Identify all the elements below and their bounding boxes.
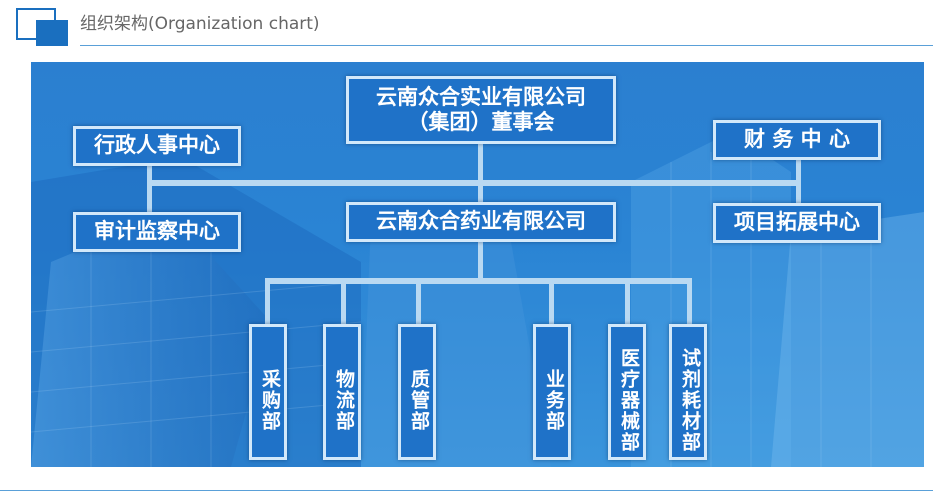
dept-reagents-consumables-box: 试剂耗材部 <box>669 324 707 460</box>
dept-procurement-label: 采购部 <box>259 368 281 432</box>
audit-center-label: 审计监察中心 <box>94 219 220 244</box>
dept-quality-box: 质管部 <box>398 324 436 460</box>
connector <box>478 240 483 280</box>
header-logo-icon <box>16 8 68 46</box>
header-divider <box>80 45 933 46</box>
pharma-company-label: 云南众合药业有限公司 <box>376 209 586 234</box>
dept-medical-devices-box: 医疗器械部 <box>608 324 646 460</box>
org-chart-panel: 云南众合实业有限公司 （集团）董事会 行政人事中心 审计监察中心 财 务 中 心… <box>31 62 924 467</box>
connector <box>796 158 801 206</box>
finance-center-box: 财 务 中 心 <box>713 120 881 160</box>
connector <box>265 278 270 324</box>
board-of-directors-box: 云南众合实业有限公司 （集团）董事会 <box>346 76 616 144</box>
footer-divider <box>0 490 933 491</box>
connector <box>687 278 692 324</box>
connector <box>478 144 483 204</box>
audit-center-box: 审计监察中心 <box>73 212 241 252</box>
dept-logistics-box: 物流部 <box>323 324 361 460</box>
connector <box>416 278 421 324</box>
connector <box>549 278 554 324</box>
connector <box>341 278 346 324</box>
dept-reagents-consumables-label: 试剂耗材部 <box>679 347 701 453</box>
connector <box>147 166 152 214</box>
admin-hr-center-label: 行政人事中心 <box>94 133 220 158</box>
board-title-line2: （集团）董事会 <box>407 110 555 134</box>
finance-center-label: 财 务 中 心 <box>744 127 850 152</box>
dept-business-label: 业务部 <box>543 368 565 432</box>
pharma-company-box: 云南众合药业有限公司 <box>346 202 616 242</box>
admin-hr-center-box: 行政人事中心 <box>73 126 241 166</box>
dept-logistics-label: 物流部 <box>333 368 355 432</box>
board-title-line1: 云南众合实业有限公司 <box>376 84 586 109</box>
connector <box>147 180 799 186</box>
page-title: 组织架构(Organization chart) <box>80 14 320 34</box>
dept-procurement-box: 采购部 <box>249 324 287 460</box>
project-expansion-center-label: 项目拓展中心 <box>734 210 860 235</box>
connector <box>265 278 692 284</box>
dept-business-box: 业务部 <box>533 324 571 460</box>
dept-quality-label: 质管部 <box>408 368 430 432</box>
project-expansion-center-box: 项目拓展中心 <box>713 203 881 243</box>
connector <box>625 278 630 324</box>
dept-medical-devices-label: 医疗器械部 <box>618 347 640 453</box>
